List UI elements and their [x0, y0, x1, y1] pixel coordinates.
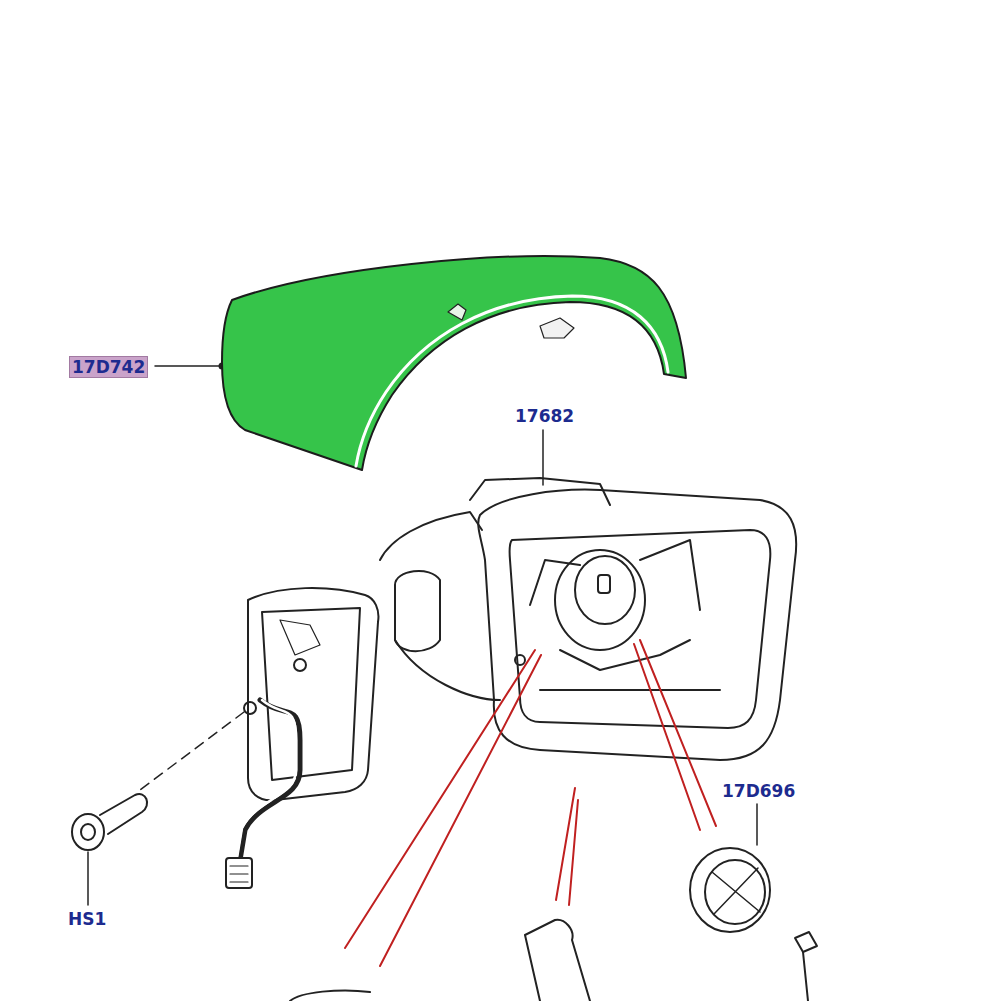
callout-number: 17D742 [69, 356, 148, 378]
callout-number: 17682 [515, 406, 574, 426]
callout-number: 17D696 [722, 781, 795, 801]
callout-number: HS1 [68, 909, 106, 929]
